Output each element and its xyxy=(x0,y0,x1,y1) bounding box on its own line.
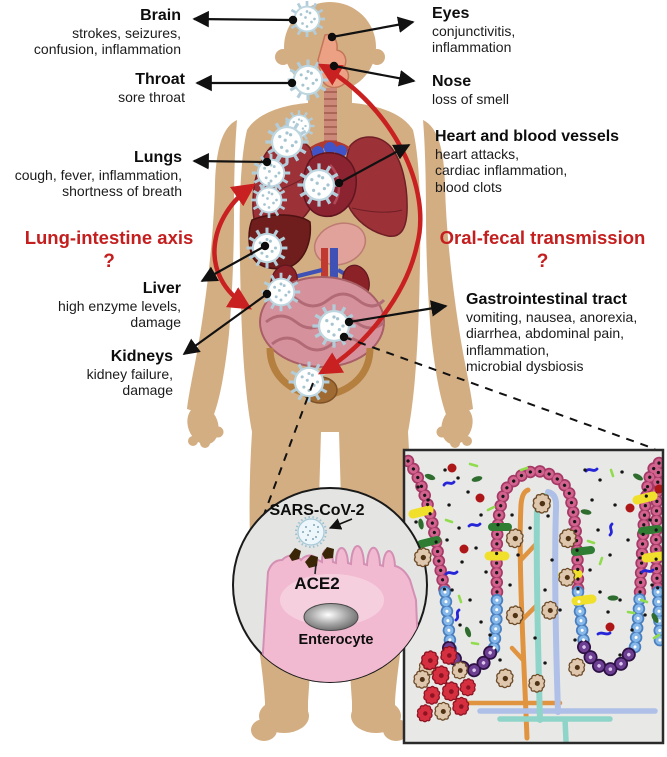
label-throat-title: Throat xyxy=(135,71,185,88)
label-brain: Brain strokes, seizures, confusion, infl… xyxy=(34,7,181,58)
hypothesis-lung-intestine-text: Lung-intestine axis xyxy=(24,227,194,248)
arrow-kidneys xyxy=(182,293,268,355)
label-throat: Throat sore throat xyxy=(118,71,185,105)
label-kidneys-desc: kidney failure, damage xyxy=(86,365,173,399)
sars-pointer-arrow xyxy=(328,518,353,530)
oral-fecal-transmission-arrow xyxy=(317,63,423,375)
label-kidneys-title: Kidneys xyxy=(110,348,173,365)
label-brain-title: Brain xyxy=(140,7,181,24)
arrow-heart xyxy=(338,144,411,184)
bacteria-blue xyxy=(442,467,655,636)
inset-virus-label: SARS-CoV-2 xyxy=(269,502,365,519)
label-gi-title: Gastrointestinal tract xyxy=(466,291,627,308)
label-eyes-title: Eyes xyxy=(432,5,470,22)
hypothesis-oral-fecal-question: ? xyxy=(536,251,549,273)
enterocyte-inset xyxy=(232,487,428,683)
left-foot xyxy=(251,698,309,741)
dashed-callout-lines xyxy=(261,336,656,521)
dashed-line-to-panel xyxy=(343,336,656,450)
villus-vein xyxy=(545,489,561,715)
inset-cell-label: Enterocyte xyxy=(298,632,374,648)
arrow-brain xyxy=(192,10,294,28)
bacteria-rod xyxy=(444,462,661,646)
inset-virus-icon xyxy=(295,516,327,548)
red-arcs xyxy=(212,63,423,375)
villus-vessels xyxy=(452,487,658,742)
label-liver: Liver high enzyme levels, damage xyxy=(58,280,181,331)
arrow-nose xyxy=(333,64,416,87)
inset-receptor-label: ACE2 xyxy=(294,574,340,593)
label-heart-title: Heart and blood vessels xyxy=(435,128,620,145)
ace2-receptor-icon xyxy=(289,547,334,568)
label-lungs: Lungs cough, fever, inflammation, shortn… xyxy=(15,149,182,200)
arrow-eyes xyxy=(331,16,415,39)
dashed-line-to-inset xyxy=(261,382,314,521)
red-cells-scatter xyxy=(447,463,662,632)
hypothesis-lung-intestine-question: ? xyxy=(103,251,115,273)
ace2-pointer-line xyxy=(314,563,317,575)
label-eyes: Eyes conjunctivitis, inflammation xyxy=(432,5,515,56)
left-ear xyxy=(275,49,291,65)
arrow-lungs xyxy=(192,152,268,170)
lung-intestine-axis-arrow xyxy=(212,183,256,310)
hypothesis-oral-fecal-text: Oral-fecal transmission xyxy=(439,227,646,248)
label-heart: Heart and blood vessels heart attacks, c… xyxy=(435,128,619,195)
arrow-liver xyxy=(200,245,266,282)
label-gi-desc: vomiting, nausea, anorexia, diarrhea, ab… xyxy=(466,308,638,375)
right-ear xyxy=(369,49,385,65)
right-foot xyxy=(351,698,409,741)
connector-arrows xyxy=(182,10,656,521)
left-hand xyxy=(187,405,224,448)
hypothesis-lung-intestine-axis: Lung-intestine axis ? xyxy=(8,226,210,275)
label-throat-desc: sore throat xyxy=(118,88,185,105)
right-arm xyxy=(423,120,473,417)
arrow-gi xyxy=(348,300,448,324)
nucleus xyxy=(303,603,359,631)
label-gi: Gastrointestinal tract vomiting, nausea,… xyxy=(466,291,637,375)
label-nose-title: Nose xyxy=(432,73,472,90)
label-kidneys: Kidneys kidney failure, damage xyxy=(87,348,173,399)
label-liver-desc: high enzyme levels, damage xyxy=(58,297,181,331)
label-nose: Nose loss of smell xyxy=(432,73,509,107)
label-lungs-desc: cough, fever, inflammation, shortness of… xyxy=(14,166,182,200)
label-eyes-desc: conjunctivitis, inflammation xyxy=(432,22,516,56)
hypothesis-oral-fecal: Oral-fecal transmission ? xyxy=(426,226,659,275)
intestinal-panel xyxy=(402,448,665,745)
label-lungs-title: Lungs xyxy=(134,149,182,166)
label-brain-desc: strokes, seizures, confusion, inflammati… xyxy=(33,24,181,58)
label-heart-desc: heart attacks, cardiac inflammation, blo… xyxy=(435,145,568,195)
goblet-cells-green xyxy=(417,523,662,556)
bacteria-green-oval xyxy=(418,473,659,638)
label-liver-title: Liver xyxy=(142,280,181,297)
label-nose-desc: loss of smell xyxy=(432,90,510,107)
right-hand xyxy=(436,405,473,448)
